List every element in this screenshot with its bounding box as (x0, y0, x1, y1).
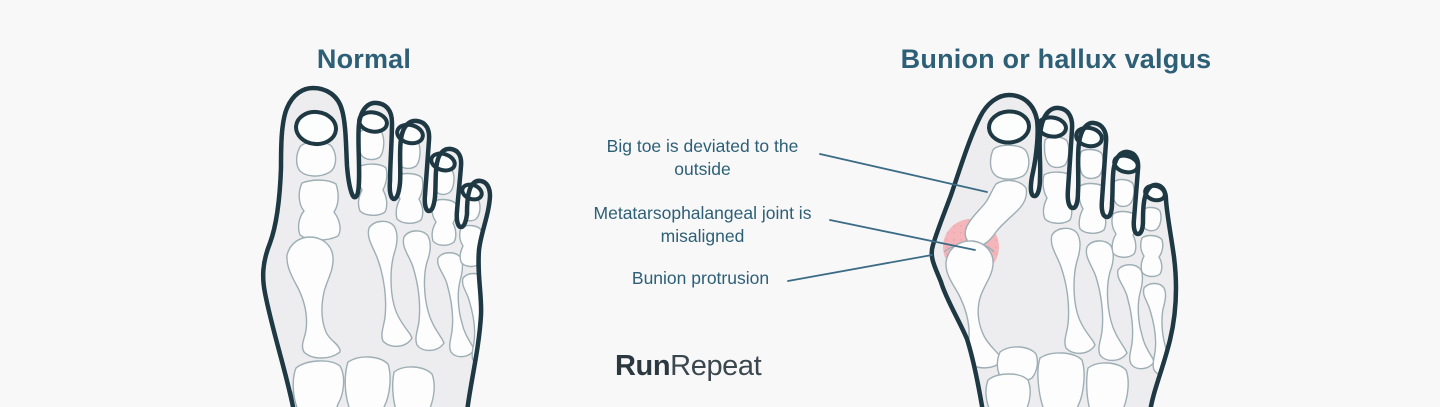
logo-text-bold: Run (615, 350, 671, 382)
leader-line-joint (829, 219, 976, 251)
leader-line-big-toe (819, 153, 988, 193)
annotation-big-toe-deviated: Big toe is deviated to the outside (606, 136, 799, 179)
toenail (987, 109, 1031, 145)
normal-foot-illustration (263, 88, 493, 407)
bunion-foot-illustration (932, 95, 1176, 407)
leader-line-bunion (787, 254, 933, 282)
title-normal: Normal (316, 44, 412, 74)
annotation-bunion-protrusion: Bunion protrusion (631, 268, 770, 288)
toenail (294, 109, 338, 147)
logo-text-light: Repeat (670, 350, 762, 382)
title-bunion: Bunion or hallux valgus (900, 44, 1212, 74)
runrepeat-logo: RunRepeat (615, 350, 762, 383)
annotation-joint-misaligned: Metatarsophalangeal joint is misaligned (593, 203, 812, 246)
leader-lines (787, 153, 988, 282)
